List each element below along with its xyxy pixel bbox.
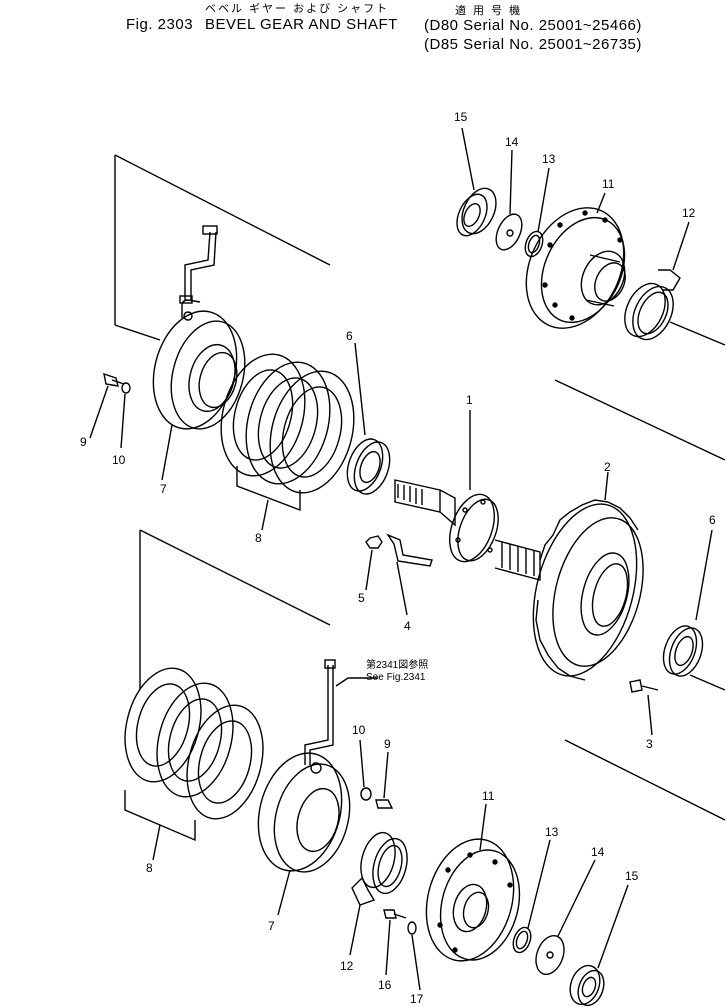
part-10-washer-lower	[359, 739, 372, 801]
callout-10-upper: 10	[112, 453, 126, 467]
callout-12-lower: 12	[340, 959, 354, 973]
callout-2: 2	[604, 460, 611, 474]
callout-12-upper: 12	[682, 206, 696, 220]
part-11-cage-lower	[425, 803, 521, 962]
part-4-lock-plate	[386, 533, 433, 616]
callout-7-lower: 7	[268, 919, 275, 933]
part-6-bearing-lower	[662, 529, 713, 677]
callout-9-upper: 9	[80, 435, 87, 449]
callout-11-upper: 11	[602, 177, 615, 191]
figure-title: BEVEL GEAR AND SHAFT	[205, 16, 398, 33]
callout-14-upper: 14	[505, 135, 519, 149]
upper-leader-frame	[114, 154, 726, 461]
title-japanese: ベベル ギヤー および シャフト	[205, 3, 390, 15]
cross-reference-leader	[335, 677, 378, 687]
part-1-shaft	[394, 410, 541, 581]
callout-10-lower: 10	[352, 723, 366, 737]
figure-number: Fig. 2303	[126, 16, 194, 33]
callout-8-upper: 8	[255, 531, 262, 545]
part-8-shims-upper	[220, 353, 355, 531]
callout-11-lower: 11	[482, 789, 495, 803]
part-13-snap-ring-upper	[524, 167, 550, 258]
applicable-models-label: 適 用 号 機	[455, 5, 523, 17]
callout-1: 1	[466, 393, 473, 407]
part-9-bolt-upper	[89, 372, 125, 439]
part-7-cage-upper	[152, 225, 246, 481]
callout-15-lower: 15	[625, 869, 639, 883]
serial-range-d80: (D80 Serial No. 25001~25466)	[424, 17, 642, 34]
cross-reference-jp: 第2341図参照	[366, 658, 428, 671]
part-15-bearing-lower	[569, 884, 629, 1007]
part-7-cage-lower	[257, 659, 351, 916]
callout-13-lower: 13	[545, 825, 559, 839]
serial-range-d85: (D85 Serial No. 25001~26735)	[424, 36, 642, 53]
callout-14-lower: 14	[591, 845, 605, 859]
lower-leader-frame	[139, 529, 726, 821]
cross-reference-en: See Fig.2341	[366, 672, 426, 683]
callout-4: 4	[404, 619, 411, 633]
part-10-washer-upper	[120, 382, 131, 449]
callout-6-lower: 6	[709, 513, 716, 527]
callout-6-upper: 6	[346, 329, 353, 343]
part-8-shims-lower	[124, 667, 264, 861]
callout-9-lower: 9	[384, 737, 391, 751]
callout-labels: 15 14 13 11 12 6 1 9 10 2 7 6 8 5 4 第234…	[80, 110, 716, 1006]
callout-8-lower: 8	[146, 861, 153, 875]
callout-5: 5	[358, 591, 365, 605]
callout-17: 17	[410, 992, 424, 1006]
part-11-cage-upper	[525, 192, 626, 329]
part-12-shims-lower	[349, 831, 408, 956]
part-16-bolt	[383, 909, 407, 976]
part-5-bolt	[365, 535, 383, 591]
part-6-bearing-upper	[346, 342, 391, 495]
part-2-bevel-gear	[532, 471, 644, 681]
part-14-washer-lower	[535, 859, 596, 976]
part-3-bolt	[629, 679, 659, 736]
figure-header: ベベル ギヤー および シャフト Fig. 2303 BEVEL GEAR AN…	[0, 0, 728, 62]
part-14-washer-upper	[495, 149, 523, 251]
callout-16: 16	[378, 978, 392, 992]
callout-7-upper: 7	[160, 482, 167, 496]
part-17-washer	[407, 921, 421, 991]
callout-3: 3	[646, 737, 653, 751]
part-15-bearing-upper	[456, 127, 497, 237]
part-9-bolt-lower	[375, 751, 394, 809]
callout-15-upper: 15	[454, 110, 468, 124]
part-13-snap-ring-lower	[512, 839, 551, 954]
part-12-shims-upper	[624, 221, 690, 341]
callout-13-upper: 13	[542, 152, 556, 166]
